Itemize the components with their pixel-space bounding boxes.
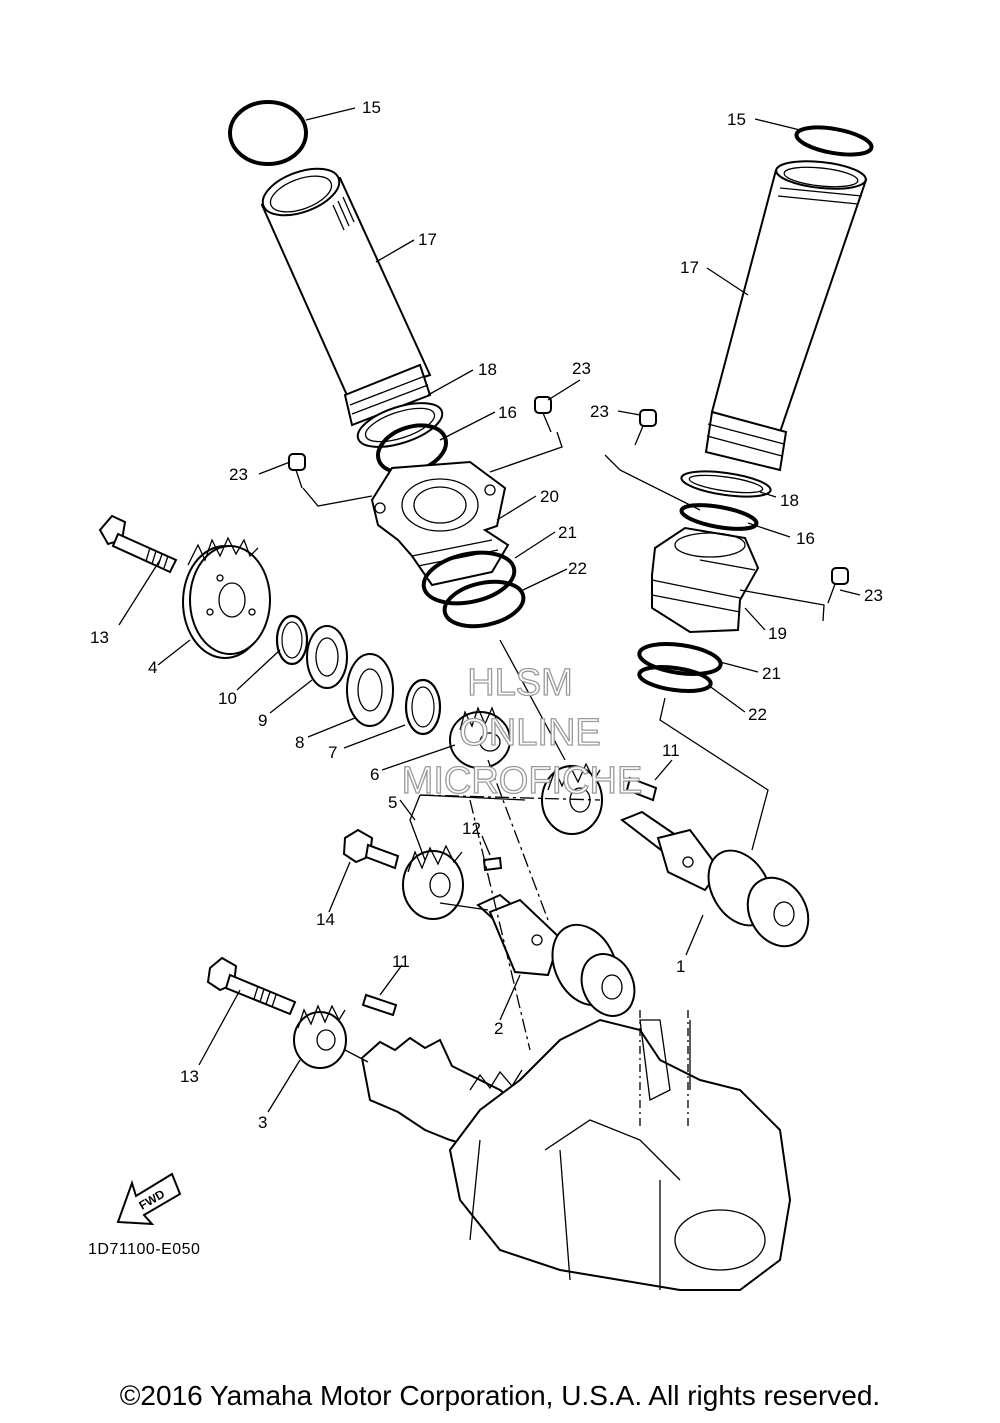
- callout-16: 16: [796, 529, 815, 548]
- key-11-lower: [361, 993, 398, 1017]
- callout-2: 2: [494, 1019, 503, 1038]
- bolt-23-right-a: [634, 409, 657, 446]
- callout-labels: 15 15 17 17 18 18 16 16 23 23 23 23 20 2…: [90, 98, 883, 1132]
- bolt-23-left-b: [534, 396, 552, 433]
- callout-21: 21: [762, 664, 781, 683]
- callout-19: 19: [768, 624, 787, 643]
- o-ring-15-right: [794, 125, 874, 157]
- callout-6: 6: [370, 765, 379, 784]
- sprocket-gear-5-upper: [541, 762, 603, 835]
- callout-23: 23: [572, 359, 591, 378]
- bolt-23-left-a: [288, 453, 306, 489]
- callout-8: 8: [295, 733, 304, 752]
- watermark-line-3: MICROFICHE: [402, 760, 643, 802]
- callout-13: 13: [90, 628, 109, 647]
- callout-23: 23: [864, 586, 883, 605]
- callout-1: 1: [676, 957, 685, 976]
- assembly-lines: [302, 431, 825, 1063]
- watermark-line-1: HLSM: [467, 662, 573, 704]
- washer-9: [306, 625, 348, 689]
- sprocket-gear-6: [449, 706, 511, 769]
- callout-22: 22: [568, 559, 587, 578]
- circlip-10: [275, 614, 309, 666]
- callout-13: 13: [180, 1067, 199, 1086]
- callout-5: 5: [388, 793, 397, 812]
- leader-lines: [118, 107, 861, 1113]
- callout-7: 7: [328, 743, 337, 762]
- callout-23: 23: [590, 402, 609, 421]
- housing-20: [370, 460, 510, 587]
- callout-18: 18: [780, 491, 799, 510]
- callout-9: 9: [258, 711, 267, 730]
- callout-12: 12: [462, 819, 481, 838]
- o-ring-21-left: [421, 550, 517, 606]
- callout-4: 4: [148, 658, 157, 677]
- callout-14: 14: [316, 910, 335, 929]
- callout-16: 16: [498, 403, 517, 422]
- camshaft-1: [619, 810, 810, 948]
- callout-23: 23: [229, 465, 248, 484]
- sprocket-gear-5-lower: [402, 844, 464, 920]
- o-ring-16-right: [679, 503, 759, 531]
- o-ring-22-right: [637, 665, 713, 693]
- housing-19: [651, 526, 760, 634]
- seal-18-left: [356, 402, 444, 448]
- watermark: HLSM ONLINE MICROFICHE: [401, 661, 643, 802]
- callout-11: 11: [392, 952, 410, 971]
- callout-10: 10: [218, 689, 237, 708]
- sprocket-gear-3: [293, 1004, 347, 1069]
- callout-11: 11: [662, 741, 680, 760]
- bolt-13-lower: [206, 956, 297, 1016]
- cam-tube-17-left: [260, 167, 432, 427]
- copyright-notice: ©2016 Yamaha Motor Corporation, U.S.A. A…: [119, 1380, 881, 1411]
- forward-arrow: FWD: [116, 1172, 182, 1226]
- o-ring-15-left: [228, 100, 308, 166]
- cam-tube-17-right: [704, 160, 868, 472]
- bolt-13-upper: [98, 514, 178, 574]
- bolt-14: [342, 828, 400, 870]
- callout-20: 20: [540, 487, 559, 506]
- circlip-7: [404, 678, 442, 736]
- o-ring-21-right: [637, 642, 723, 676]
- bolt-23-right-b: [827, 567, 849, 604]
- callout-21: 21: [558, 523, 577, 542]
- crankshaft: [360, 1010, 792, 1291]
- callout-3: 3: [258, 1113, 267, 1132]
- callout-22: 22: [748, 705, 767, 724]
- callout-15: 15: [727, 110, 746, 129]
- callout-15: 15: [362, 98, 381, 117]
- o-ring-22-left: [442, 579, 526, 629]
- seal-18-right: [680, 470, 772, 498]
- diagram-code: 1D71100-E050: [88, 1241, 201, 1258]
- camshaft-2: [476, 893, 636, 1017]
- sprocket-gear-4: [182, 536, 271, 659]
- watermark-line-2: ONLINE: [459, 712, 600, 754]
- washer-8: [346, 653, 394, 727]
- callout-17: 17: [418, 230, 437, 249]
- callout-18: 18: [478, 360, 497, 379]
- callout-17: 17: [680, 258, 699, 277]
- key-12: [482, 856, 503, 872]
- key-11-upper: [625, 776, 658, 802]
